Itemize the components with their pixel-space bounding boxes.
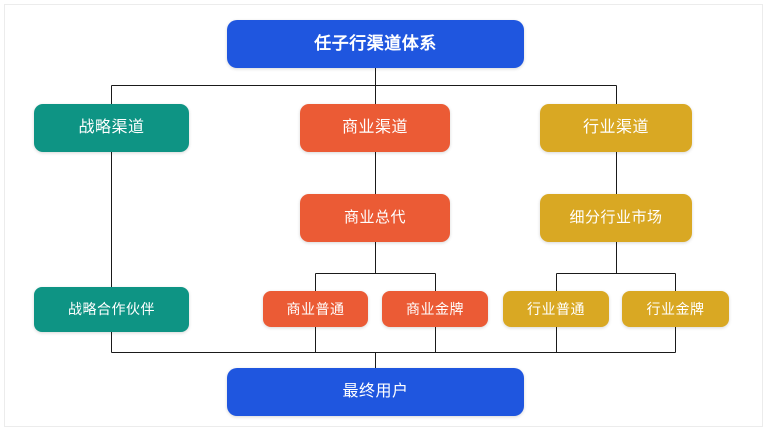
node-commercial-gold[interactable]: 商业金牌: [382, 291, 488, 327]
node-industry-standard[interactable]: 行业普通: [503, 291, 609, 327]
node-industry-channel-label: 行业渠道: [582, 118, 649, 136]
node-industry-gold[interactable]: 行业金牌: [622, 291, 729, 327]
node-commercial-gold-label: 商业金牌: [406, 300, 464, 317]
node-strategic-partner-label: 战略合作伙伴: [68, 301, 155, 318]
node-commercial-standard[interactable]: 商业普通: [263, 291, 368, 327]
node-segmented-industry-market[interactable]: 细分行业市场: [540, 194, 692, 242]
node-industry-channel[interactable]: 行业渠道: [540, 104, 692, 152]
node-commercial-general-agent-label: 商业总代: [343, 209, 406, 227]
node-commercial-channel-label: 商业渠道: [341, 118, 408, 136]
node-industry-standard-label: 行业普通: [527, 300, 585, 317]
node-strategic-channel[interactable]: 战略渠道: [34, 104, 189, 152]
node-root-label: 任子行渠道体系: [314, 34, 437, 54]
node-commercial-general-agent[interactable]: 商业总代: [300, 194, 450, 242]
node-industry-gold-label: 行业金牌: [646, 300, 705, 317]
node-strategic-channel-label: 战略渠道: [78, 118, 145, 136]
node-segmented-industry-market-label: 细分行业市场: [569, 209, 663, 227]
node-end-user-label: 最终用户: [342, 382, 409, 400]
node-commercial-standard-label: 商业普通: [286, 300, 345, 317]
node-end-user[interactable]: 最终用户: [227, 368, 524, 416]
node-root[interactable]: 任子行渠道体系: [227, 20, 524, 68]
node-commercial-channel[interactable]: 商业渠道: [300, 104, 450, 152]
node-strategic-partner[interactable]: 战略合作伙伴: [34, 287, 189, 332]
